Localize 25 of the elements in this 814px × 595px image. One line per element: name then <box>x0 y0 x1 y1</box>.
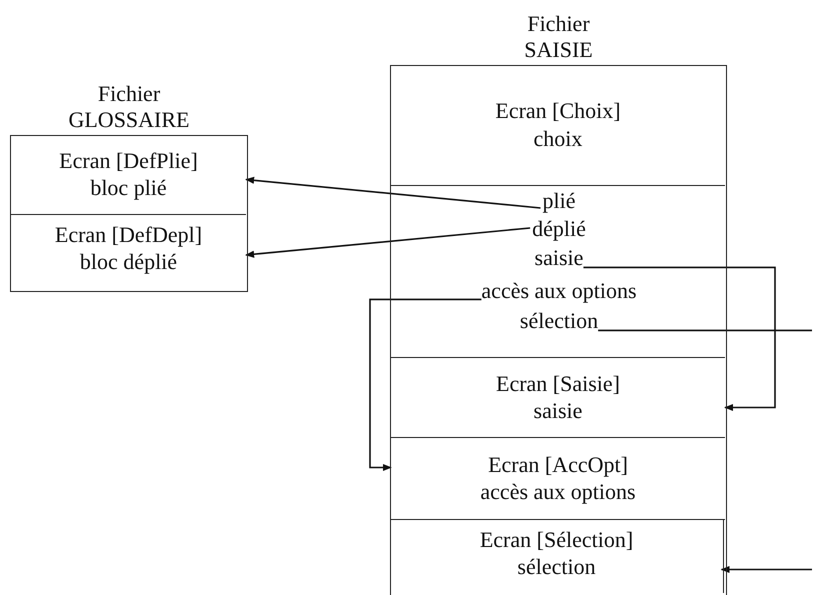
screen-title: Ecran [DefDepl] <box>54 220 202 248</box>
screen-label: accès aux options <box>480 478 636 506</box>
screen-title: Ecran [AccOpt] <box>488 450 628 478</box>
menu-item: sélection <box>520 308 598 334</box>
screen-title: Ecran [DefPlie] <box>59 146 198 174</box>
file-heading: Fichier SAISIE <box>523 11 594 62</box>
file-heading: Fichier GLOSSAIRE <box>67 81 190 132</box>
arrow <box>583 266 776 412</box>
screen-label: saisie <box>534 397 582 424</box>
arrow <box>720 566 812 574</box>
screen-label: sélection <box>517 553 596 580</box>
arrow <box>245 176 541 209</box>
arrow <box>369 298 482 472</box>
menu-item: accès aux options <box>481 278 637 304</box>
menu-item: plié <box>542 188 576 214</box>
screen-label: choix <box>534 124 582 152</box>
screen-label: bloc plié <box>90 174 167 202</box>
screen-label: bloc déplié <box>80 248 178 276</box>
screen-section <box>390 520 724 592</box>
arrow <box>245 227 530 258</box>
screen-title: Ecran [Sélection] <box>480 526 634 553</box>
screen-title: Ecran [Saisie] <box>496 370 620 397</box>
menu-item: déplié <box>532 216 586 242</box>
screen-title: Ecran [Choix] <box>495 97 621 124</box>
menu-item: saisie <box>534 245 584 272</box>
